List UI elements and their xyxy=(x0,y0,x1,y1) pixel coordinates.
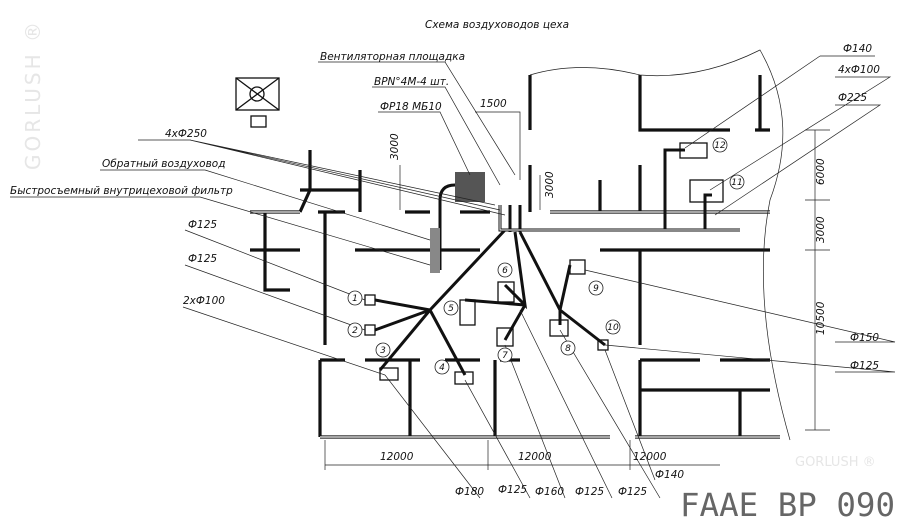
point-marker xyxy=(560,340,576,356)
dim-mid-3000: 3000 xyxy=(544,171,556,198)
label-right-4x100: 4хФ100 xyxy=(838,64,880,76)
point-number: 5 xyxy=(448,304,454,314)
label-filter-unit: ФР18 МБ10 xyxy=(380,101,442,113)
filter-unit-icon xyxy=(455,172,485,202)
point-marker xyxy=(712,137,728,153)
label-fans: BPN°4M-4 шт. xyxy=(374,76,449,88)
label-left-2x100: 2хФ100 xyxy=(183,295,225,307)
label-right-d150: Ф150 xyxy=(850,332,879,344)
point-marker xyxy=(375,342,391,358)
dim-bottom-3: 12000 xyxy=(633,451,667,463)
leader-lines xyxy=(10,55,896,499)
dim-right-6000: 6000 xyxy=(815,158,827,185)
point-number: 1 xyxy=(352,294,358,304)
break-line xyxy=(529,49,791,441)
label-left-d125-a: Ф125 xyxy=(188,219,217,231)
point-number: 10 xyxy=(607,323,619,333)
air-ducts xyxy=(374,148,740,376)
label-right-d225: Ф225 xyxy=(838,92,867,104)
stamp-text: FAAE BP 090 xyxy=(680,486,895,524)
label-right-d140: Ф140 xyxy=(843,43,872,55)
point-number: 2 xyxy=(352,326,358,336)
label-bottom-d125-b: Ф125 xyxy=(575,486,604,498)
label-bottom-d125-c: Ф125 xyxy=(618,486,647,498)
point-marker xyxy=(729,174,745,190)
label-bottom-d180: Ф180 xyxy=(455,486,484,498)
point-marker xyxy=(347,322,363,338)
dim-bottom-2: 12000 xyxy=(518,451,552,463)
point-number: 3 xyxy=(380,346,386,356)
point-number: 11 xyxy=(731,178,742,188)
equipment xyxy=(364,142,724,385)
label-left-d125-b: Ф125 xyxy=(188,253,217,265)
label-fan-platform: Вентиляторная площадка xyxy=(320,51,465,63)
dim-1500: 1500 xyxy=(480,98,507,110)
fan-unit xyxy=(235,77,485,273)
label-quick-filter: Быстросъемный внутрицеховой фильтр xyxy=(10,185,233,197)
point-marker xyxy=(434,359,450,375)
dim-left-3000: 3000 xyxy=(389,133,401,160)
point-number: 9 xyxy=(593,284,599,294)
point-number: 8 xyxy=(565,344,571,354)
dim-bottom-1: 12000 xyxy=(380,451,414,463)
watermark-bottom: GORLUSH ® xyxy=(795,455,876,470)
point-marker xyxy=(497,347,513,363)
label-bottom-d160: Ф160 xyxy=(535,486,564,498)
building-walls xyxy=(250,75,780,439)
point-marker xyxy=(588,280,604,296)
point-number: 4 xyxy=(439,363,445,373)
point-marker xyxy=(497,262,513,278)
point-number: 7 xyxy=(502,351,508,361)
label-right-d125: Ф125 xyxy=(850,360,879,372)
dimension-lines xyxy=(324,111,830,470)
drawing-title: Схема воздуховодов цеха xyxy=(425,19,569,31)
label-4x250: 4хФ250 xyxy=(165,128,207,140)
label-bottom-d140: Ф140 xyxy=(655,469,684,481)
label-bottom-d125-a: Ф125 xyxy=(498,484,527,496)
dim-right-10500: 10500 xyxy=(815,301,827,335)
point-marker xyxy=(347,290,363,306)
label-return-duct: Обратный воздуховод xyxy=(102,158,225,170)
point-marker xyxy=(605,319,621,335)
point-number: 12 xyxy=(714,141,726,151)
point-marker xyxy=(443,300,459,316)
point-number: 6 xyxy=(502,266,508,276)
dim-right-3000: 3000 xyxy=(815,216,827,243)
watermark-vertical: GORLUSH ® xyxy=(21,19,45,170)
